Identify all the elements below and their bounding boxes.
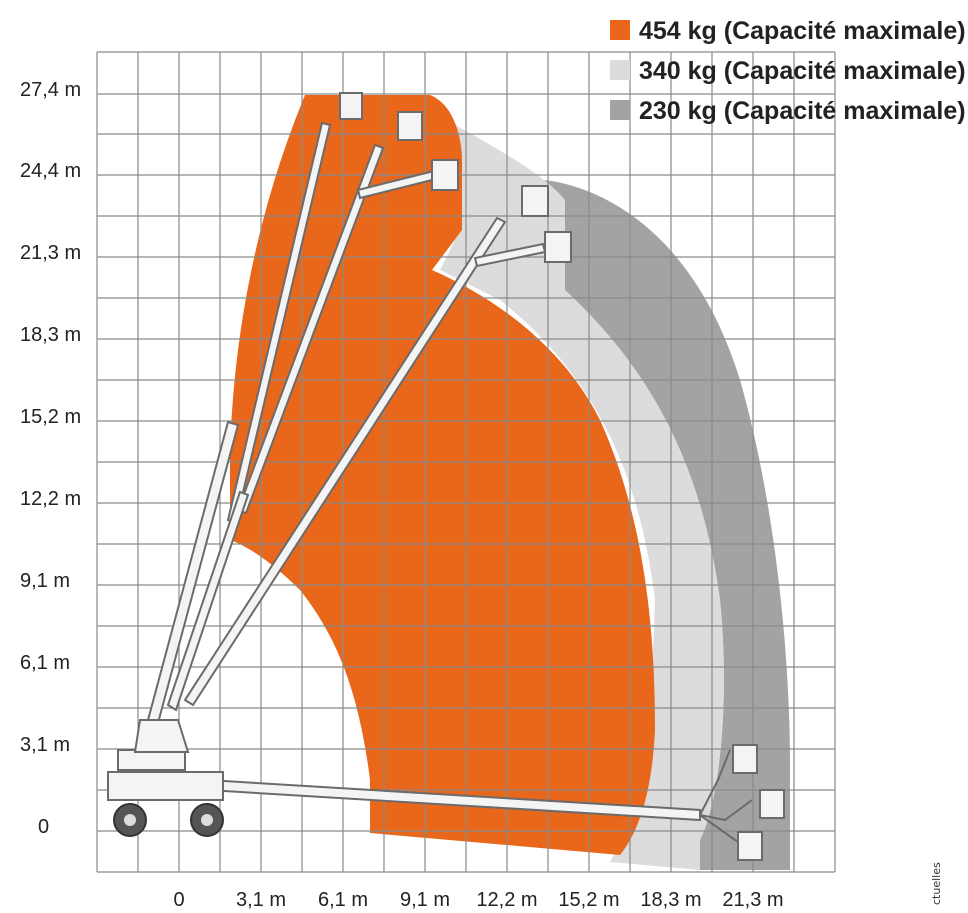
y-axis-labels: 27,4 m 24,4 m 21,3 m 18,3 m 15,2 m 12,2 … <box>20 79 81 838</box>
legend-label-230kg: 230 kg (Capacité maximale) <box>639 97 966 125</box>
platform-basket <box>544 231 572 263</box>
boom-knuckle-lower <box>699 749 731 816</box>
platform-basket <box>431 159 459 191</box>
platform-basket <box>397 111 423 141</box>
x-tick-label: 3,1 m <box>236 889 286 911</box>
legend-swatch-340kg <box>610 60 630 80</box>
platform-basket <box>521 185 549 217</box>
legend-label-340kg: 340 kg (Capacité maximale) <box>639 57 966 85</box>
legend-swatch-230kg <box>610 100 630 120</box>
y-tick-label: 27,4 m <box>20 79 81 101</box>
boom-knuckle-lower-2 <box>699 799 753 822</box>
boom-arm-diagonal-2 <box>183 216 507 707</box>
chassis-tower <box>133 719 190 753</box>
boom-positions <box>107 92 785 861</box>
legend-label-454kg: 454 kg (Capacité maximale) <box>639 17 966 45</box>
x-tick-label: 12,2 m <box>476 889 537 911</box>
y-tick-label: 0 <box>38 816 49 838</box>
boom-arm-diagonal-1 <box>166 490 250 712</box>
grid <box>96 51 836 873</box>
zone-230kg <box>545 180 790 870</box>
x-tick-label: 15,2 m <box>558 889 619 911</box>
boom-arm-vertical <box>146 420 240 725</box>
chassis <box>107 771 224 801</box>
y-tick-label: 21,3 m <box>20 242 81 264</box>
platform-basket <box>737 831 763 861</box>
y-tick-label: 6,1 m <box>20 652 70 674</box>
y-tick-label: 12,2 m <box>20 488 81 510</box>
y-tick-label: 15,2 m <box>20 406 81 428</box>
y-tick-label: 9,1 m <box>20 570 70 592</box>
x-axis-labels: 0 3,1 m 6,1 m 9,1 m 12,2 m 15,2 m 18,3 m… <box>173 889 783 911</box>
platform-basket <box>759 789 785 819</box>
side-note-text: ctuelles <box>930 862 943 905</box>
envelope-zones <box>230 95 790 870</box>
y-tick-label: 24,4 m <box>20 160 81 182</box>
wheel-rear-hub <box>124 814 136 826</box>
zone-454kg <box>230 95 655 855</box>
y-tick-label: 18,3 m <box>20 324 81 346</box>
y-tick-label: 3,1 m <box>20 734 70 756</box>
platform-basket <box>339 92 363 120</box>
x-tick-label: 21,3 m <box>722 889 783 911</box>
wheel-front-hub <box>201 814 213 826</box>
x-tick-label: 0 <box>173 889 184 911</box>
x-tick-label: 6,1 m <box>318 889 368 911</box>
x-tick-label: 18,3 m <box>640 889 701 911</box>
wheels <box>113 803 224 837</box>
x-tick-label: 9,1 m <box>400 889 450 911</box>
platform-basket <box>732 744 758 774</box>
legend-swatch-454kg <box>610 20 630 40</box>
legend: 454 kg (Capacité maximale) 340 kg (Capac… <box>610 17 966 125</box>
